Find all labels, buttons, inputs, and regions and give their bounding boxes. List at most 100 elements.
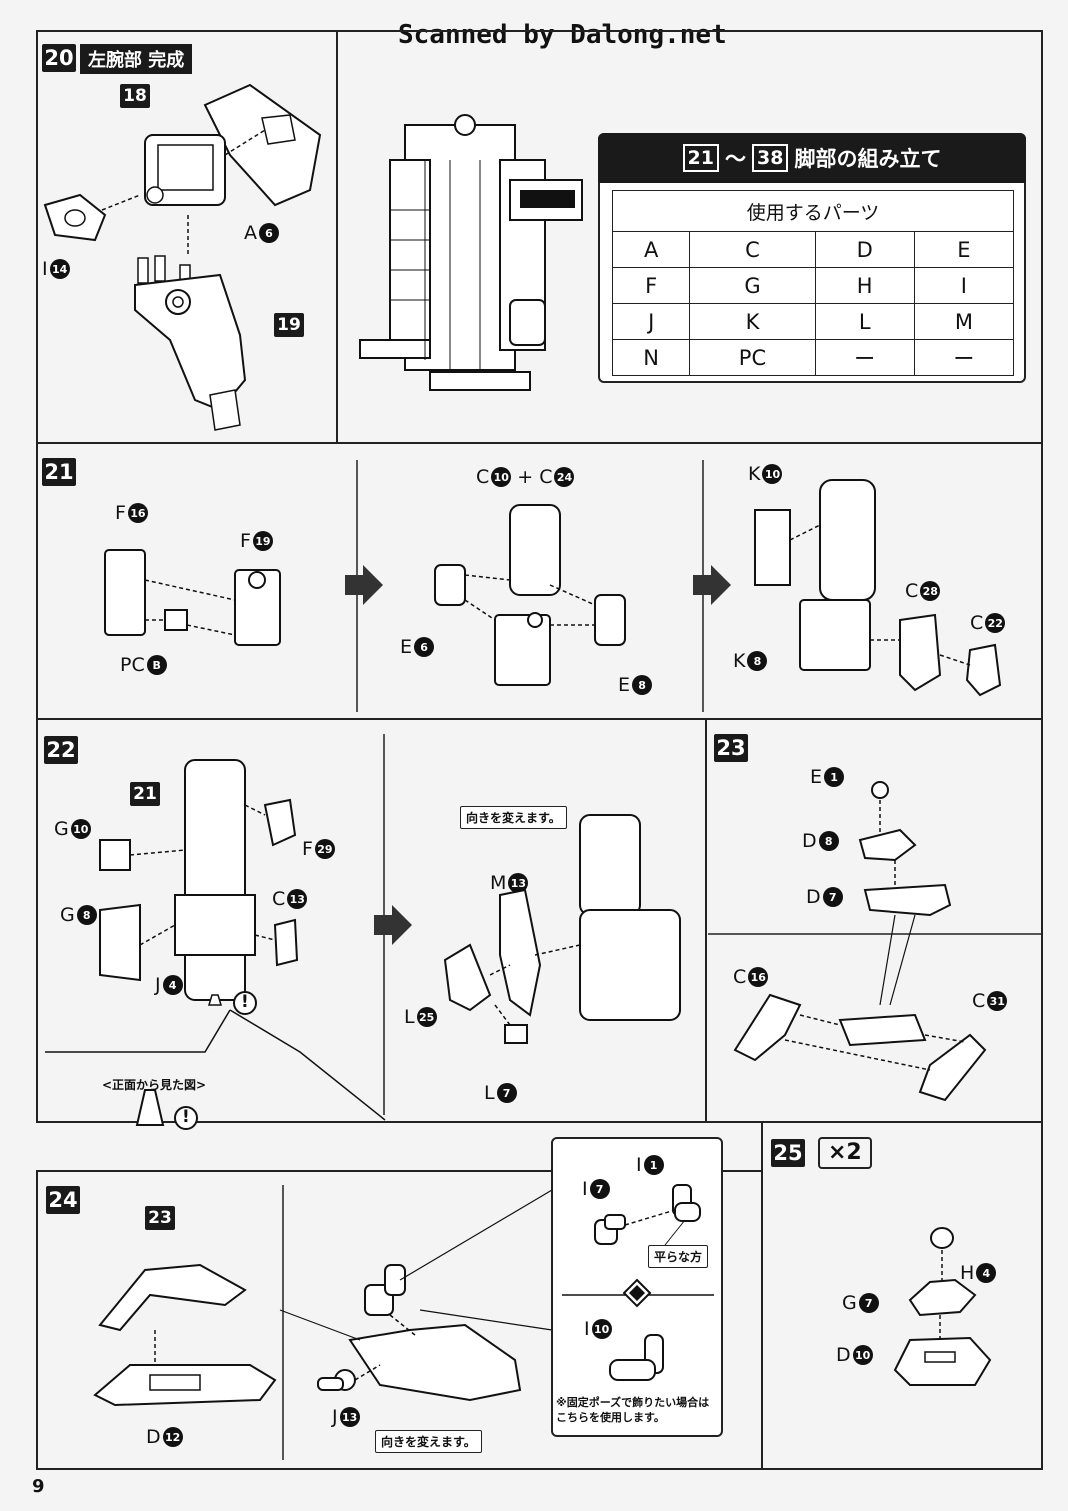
parts-cell: M	[913, 303, 1015, 340]
parts-header: 21 ～ 38 脚部の組み立て	[598, 133, 1026, 183]
front-view-callout	[45, 1009, 386, 1126]
parts-cell: F	[611, 267, 691, 304]
parts-cell: L	[814, 303, 915, 340]
parts-cell: H	[814, 267, 915, 304]
parts-cell: ー	[913, 339, 1015, 376]
caution-icon	[174, 1106, 198, 1130]
ref-23: 23	[145, 1206, 175, 1230]
parts-header-text: 脚部の組み立て	[794, 147, 942, 171]
parts-header-sep: ～	[725, 147, 746, 171]
watermark: Scanned by Dalong.net	[398, 20, 727, 50]
step-number-23: 23	[714, 734, 748, 762]
turn-note-24: 向きを変えます。	[375, 1430, 482, 1453]
parts-table: 使用するパーツ A C D E F G H I J K L M N PC ー ー	[611, 190, 1015, 376]
caution-icon	[233, 991, 257, 1015]
parts-cell: PC	[689, 339, 816, 376]
step24a-illustration	[93, 1263, 277, 1407]
parts-cell: C	[689, 231, 816, 268]
caution-mark: !	[182, 1107, 190, 1127]
parts-cell: K	[689, 303, 816, 340]
step20-title-text: 左腕部 完成	[88, 50, 185, 71]
step22b-illustration	[443, 814, 681, 1044]
ref-21: 21	[130, 782, 160, 806]
times-badge: ×2	[818, 1137, 872, 1169]
step20-title: 左腕部 完成	[80, 44, 193, 74]
flat-side-note: 平らな方	[648, 1245, 709, 1268]
step21a-illustration	[104, 549, 281, 646]
parts-header-to: 38	[752, 144, 789, 172]
parts-cell: D	[814, 231, 915, 268]
step24b-illustration	[279, 1189, 553, 1402]
parts-cell: A	[611, 231, 691, 268]
step23-illustration	[733, 781, 987, 1102]
parts-cell: G	[689, 267, 816, 304]
frame-step25	[761, 1121, 1043, 1470]
fixed-part-icon	[622, 1278, 652, 1308]
step-number-20: 20	[42, 44, 76, 72]
parts-cell: E	[913, 231, 1015, 268]
ref-18: 18	[120, 84, 150, 108]
fixed-pose-note: ※固定ポーズで飾りたい場合は こちらを使用します。	[556, 1396, 710, 1424]
step21b-illustration	[434, 504, 626, 686]
step-number-21: 21	[42, 458, 76, 486]
robot-overview-illustration	[359, 114, 583, 391]
step-number-24: 24	[46, 1186, 80, 1214]
page-number: 9	[32, 1476, 45, 1497]
caution-mark: !	[241, 992, 249, 1012]
step21c-illustration	[754, 479, 1002, 697]
inset-fixed-part-illustration	[609, 1334, 664, 1381]
step-arrow-icon	[374, 905, 412, 945]
parts-header-from: 21	[682, 144, 719, 172]
parts-cell: I	[913, 267, 1015, 304]
parts-table-title: 使用するパーツ	[612, 190, 1014, 232]
step-arrow-icon	[345, 565, 383, 605]
ref-19: 19	[274, 313, 304, 337]
inset-parts-illustration	[594, 1184, 701, 1246]
turn-note-22: 向きを変えます。	[460, 806, 567, 829]
step-number-22: 22	[44, 736, 78, 764]
parts-cell: J	[611, 303, 691, 340]
step-number-25: 25	[771, 1139, 805, 1167]
step25-illustration	[893, 1227, 992, 1386]
step22a-illustration	[99, 759, 299, 1006]
step20-arm-illustration	[43, 83, 322, 431]
step-arrow-icon	[693, 565, 731, 605]
front-view-label: <正面から見た図>	[102, 1078, 207, 1092]
parts-cell: ー	[814, 339, 915, 376]
parts-cell: N	[611, 339, 691, 376]
